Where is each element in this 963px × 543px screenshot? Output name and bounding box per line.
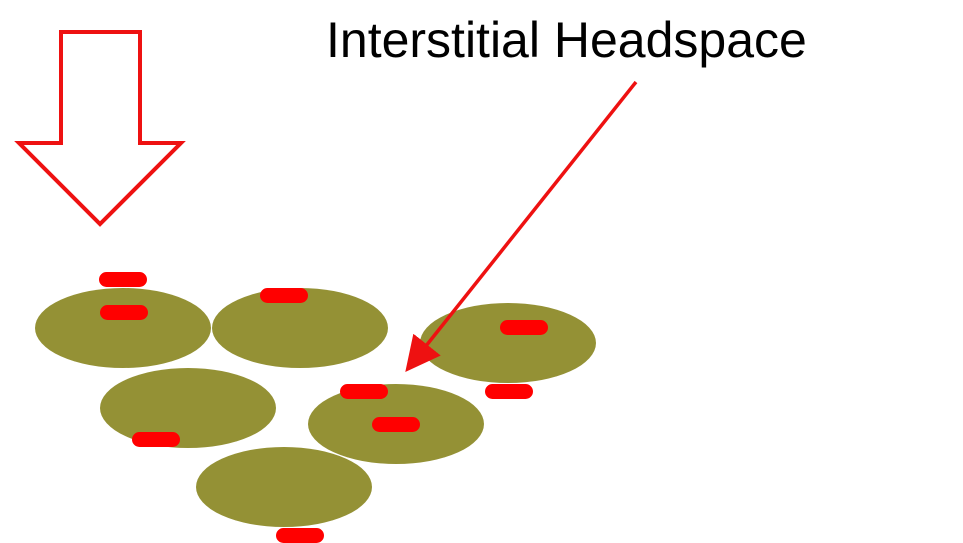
particle-bottom	[196, 447, 372, 527]
marker-3	[260, 288, 308, 303]
marker-9	[276, 528, 324, 543]
marker-5	[485, 384, 533, 399]
hollow-down-arrow-icon	[19, 32, 181, 224]
marker-1	[99, 272, 147, 287]
particle-top-right	[420, 303, 596, 383]
particle-middle-left	[100, 368, 276, 448]
marker-7	[372, 417, 420, 432]
marker-8	[132, 432, 180, 447]
marker-6	[340, 384, 388, 399]
marker-4	[500, 320, 548, 335]
marker-2	[100, 305, 148, 320]
particle-top-left	[35, 288, 211, 368]
